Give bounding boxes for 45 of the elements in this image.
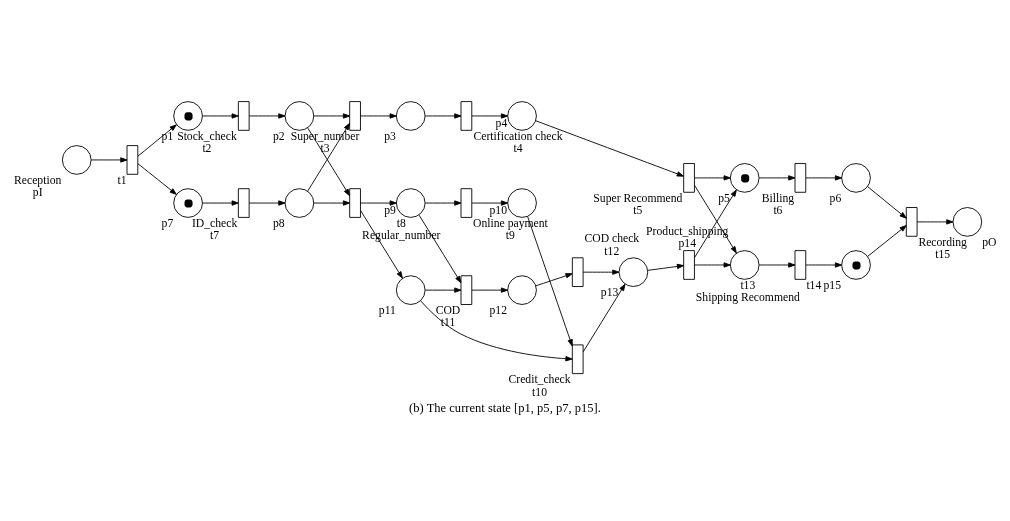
node-label: Certification check xyxy=(473,129,563,143)
node-label: t11 xyxy=(440,316,456,330)
node-label: p3 xyxy=(384,129,396,143)
node-label: t4 xyxy=(513,142,523,156)
node-label: t13 xyxy=(740,278,756,292)
node-label: t6 xyxy=(773,204,783,218)
node-label: p9 xyxy=(384,204,396,218)
node-label: Super Recommend xyxy=(593,191,683,205)
node-label: t5 xyxy=(633,204,643,218)
node-label: p15 xyxy=(823,278,841,292)
node-label: t3 xyxy=(320,142,330,156)
node-label: p5 xyxy=(718,191,730,205)
caption: (b) The current state [p1, p5, p7, p15]. xyxy=(409,401,601,416)
node-label: p14 xyxy=(678,237,696,251)
node-label: Recording xyxy=(918,235,967,249)
node-label: t8 xyxy=(396,216,406,230)
node-label: p4 xyxy=(495,117,508,131)
node-label: COD check xyxy=(584,232,640,246)
node-label: t10 xyxy=(532,385,548,399)
node-label: t1 xyxy=(117,173,127,187)
node-label: t14 xyxy=(806,278,822,292)
node-label: t2 xyxy=(202,142,212,156)
node-label: p2 xyxy=(272,129,285,143)
node-label: pO xyxy=(982,235,997,249)
node-label: pI xyxy=(32,186,43,200)
node-label: p12 xyxy=(489,303,508,317)
node-label: p8 xyxy=(272,216,285,230)
node-label: Billing xyxy=(761,191,795,205)
node-label: t9 xyxy=(505,229,515,243)
node-label: Stock_check xyxy=(177,129,237,143)
node-label: t7 xyxy=(210,229,220,243)
node-label: Reception xyxy=(14,173,62,187)
node-label: Shipping Recommend xyxy=(695,291,800,305)
node-label: ID_check xyxy=(191,216,238,230)
node-label: Online payment xyxy=(473,216,548,230)
node-label: p13 xyxy=(600,285,619,299)
node-label: p1 xyxy=(161,129,174,143)
node-label: t12 xyxy=(604,244,620,258)
node-label: t15 xyxy=(935,248,951,262)
node-label: p10 xyxy=(489,204,508,218)
node-label: p7 xyxy=(161,216,174,230)
node-label: p11 xyxy=(378,303,396,317)
node-label: Credit_check xyxy=(508,372,571,386)
node-label: COD xyxy=(435,303,461,317)
node-label: p6 xyxy=(829,191,842,205)
